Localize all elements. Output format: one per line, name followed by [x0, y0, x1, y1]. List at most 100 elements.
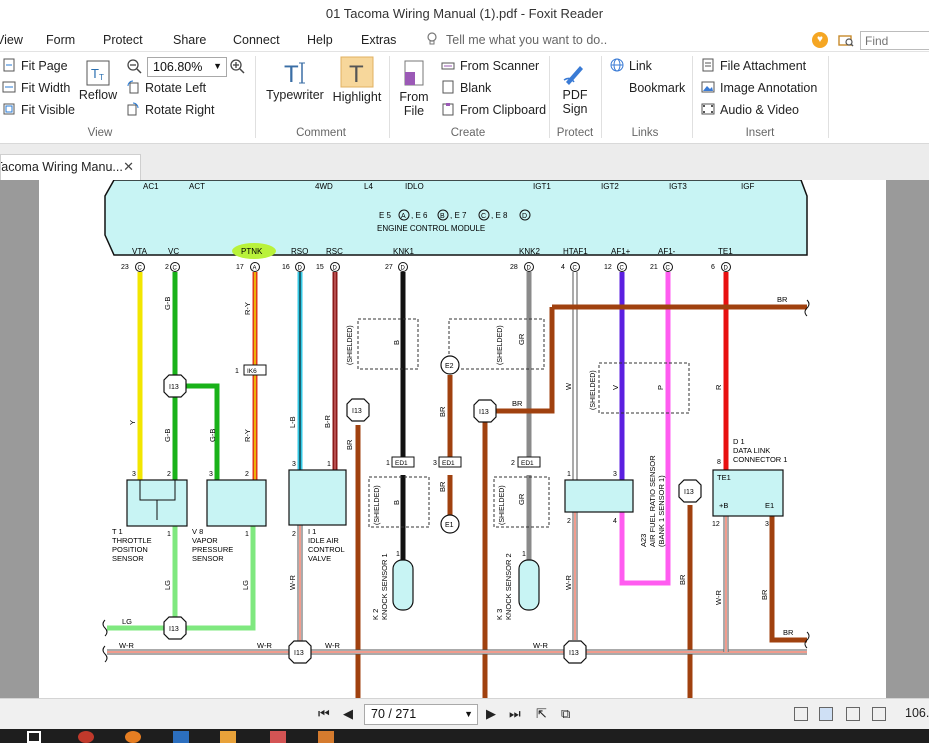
from-scanner-button[interactable]: From Scanner [441, 58, 539, 73]
document-viewport[interactable]: AC1 ACT 4WD L4 IDLO IGT1 IGT2 IGT3 IGF E… [0, 180, 929, 698]
svg-text:I13: I13 [169, 384, 179, 391]
continuous-view-icon[interactable] [819, 707, 833, 721]
find-input[interactable] [860, 31, 929, 50]
pin-vta: VTA [132, 247, 148, 256]
svg-text:2: 2 [567, 518, 571, 525]
ribbon-separator [692, 56, 693, 138]
ecm-connector-list: E 5 A , E 6 B , E 7 C , E 8 D ENGINE CON… [377, 209, 531, 233]
zoom-select[interactable]: 106.80%▼ [147, 57, 227, 77]
menu-help[interactable]: Help [307, 33, 333, 47]
svg-text:2: 2 [292, 531, 296, 538]
app-icon[interactable] [173, 731, 189, 743]
ecm-box [104, 180, 808, 256]
label-ry-2: R-Y [243, 429, 252, 442]
facing-view-icon[interactable] [846, 707, 860, 721]
fit-width-label: Fit Width [21, 81, 71, 95]
label-gb-3: G-B [208, 429, 217, 442]
fit-width-button[interactable]: Fit Width [2, 80, 70, 95]
ribbon-separator [389, 56, 390, 138]
pin-4wd: 4WD [315, 182, 333, 191]
page-number-input[interactable]: 70 / 271▼ [364, 704, 478, 725]
menu-protect[interactable]: Protect [103, 33, 143, 47]
svg-text:A23: A23 [639, 534, 648, 547]
previous-page-button[interactable]: ◀ [343, 706, 353, 721]
page-indicator: 70 / 271 [371, 707, 417, 721]
fit-page-button[interactable]: Fit Page [2, 58, 68, 73]
svg-text:3: 3 [765, 521, 769, 528]
pdf-sign-label-2: Sign [562, 102, 588, 116]
pin-conn-rsc: D [333, 266, 338, 272]
menu-connect[interactable]: Connect [233, 33, 280, 47]
label-br-right: BR [678, 574, 687, 585]
blank-button[interactable]: Blank [441, 80, 491, 95]
svg-text:1: 1 [522, 551, 526, 558]
conn-letter-d: D [522, 213, 527, 220]
zoom-out-icon[interactable] [126, 58, 142, 74]
break-mark [804, 631, 810, 649]
firefox-icon[interactable] [125, 731, 141, 743]
file-attachment-button[interactable]: File Attachment [701, 58, 806, 73]
fit-visible-icon [3, 103, 15, 115]
pin-conn-vta: C [138, 266, 143, 272]
svg-text:TE1: TE1 [717, 473, 731, 482]
copy-page-icon[interactable]: ⧉ [561, 706, 571, 721]
junction-i13: I13 [678, 479, 702, 503]
close-icon[interactable]: ✕ [123, 159, 134, 174]
windows-start-icon[interactable] [27, 731, 41, 743]
pin-num-af1m: 21 [650, 264, 658, 271]
comment-group-label: Comment [296, 127, 346, 139]
svg-text:E2: E2 [445, 363, 454, 370]
opera-icon[interactable] [78, 731, 94, 743]
menu-extras[interactable]: Extras [361, 33, 397, 47]
from-clipboard-button[interactable]: From Clipboard [441, 102, 546, 117]
zoom-in-icon[interactable] [229, 58, 245, 74]
menu-share[interactable]: Share [173, 33, 207, 47]
continuous-facing-view-icon[interactable] [872, 707, 886, 721]
app-icon[interactable] [270, 731, 286, 743]
audio-video-button[interactable]: Audio & Video [701, 102, 799, 117]
fit-visible-button[interactable]: Fit Visible [2, 102, 75, 117]
image-annotation-button[interactable]: Image Annotation [701, 80, 817, 95]
pin-conn-htaf1: C [573, 266, 578, 272]
rotate-left-button[interactable]: Rotate Left [126, 80, 206, 95]
document-tab[interactable]: Tacoma Wiring Manu... ✕ [0, 154, 141, 180]
vapor-pressure-sensor [206, 479, 267, 527]
pen-sign-icon [563, 66, 583, 85]
idle-air-control-valve [288, 469, 347, 526]
export-page-icon[interactable]: ⇱ [536, 706, 547, 721]
menu-form[interactable]: Form [46, 33, 76, 47]
label-br-top: BR [777, 295, 788, 304]
svg-text:T: T [349, 61, 364, 88]
heart-icon[interactable]: ♥ [812, 32, 828, 48]
wires [107, 272, 807, 698]
components [126, 469, 784, 611]
chevron-down-icon: ▼ [213, 61, 222, 71]
last-page-button[interactable]: ⏭ [509, 706, 521, 721]
next-page-button[interactable]: ▶ [486, 706, 496, 721]
label-wr: W-R [119, 641, 134, 650]
connector-ed1: ED1 [438, 456, 462, 468]
svg-text:POSITION: POSITION [112, 545, 148, 554]
tell-me-search[interactable]: Tell me what you want to do.. [426, 32, 607, 47]
rotate-right-button[interactable]: Rotate Right [126, 102, 214, 117]
single-page-view-icon[interactable] [794, 707, 808, 721]
app-icon[interactable] [318, 731, 334, 743]
foxit-taskbar-icon[interactable] [220, 731, 236, 743]
folder-search-icon[interactable] [838, 32, 854, 48]
pin-igt3: IGT3 [669, 182, 687, 191]
label-wr-3: W-R [325, 641, 340, 650]
bookmark-button[interactable]: Bookmark [610, 80, 685, 95]
link-button[interactable]: Link [610, 58, 652, 73]
pin-igt2: IGT2 [601, 182, 619, 191]
menu-view[interactable]: View [0, 33, 23, 47]
first-page-button[interactable]: ⏮ [318, 706, 330, 721]
connector-ik6: IK6 [243, 364, 267, 376]
pdf-page: AC1 ACT 4WD L4 IDLO IGT1 IGT2 IGT3 IGF E… [39, 180, 886, 698]
shielded-labels: (SHIELDED) (SHIELDED) (SHIELDED) (SHIELD… [347, 325, 597, 525]
